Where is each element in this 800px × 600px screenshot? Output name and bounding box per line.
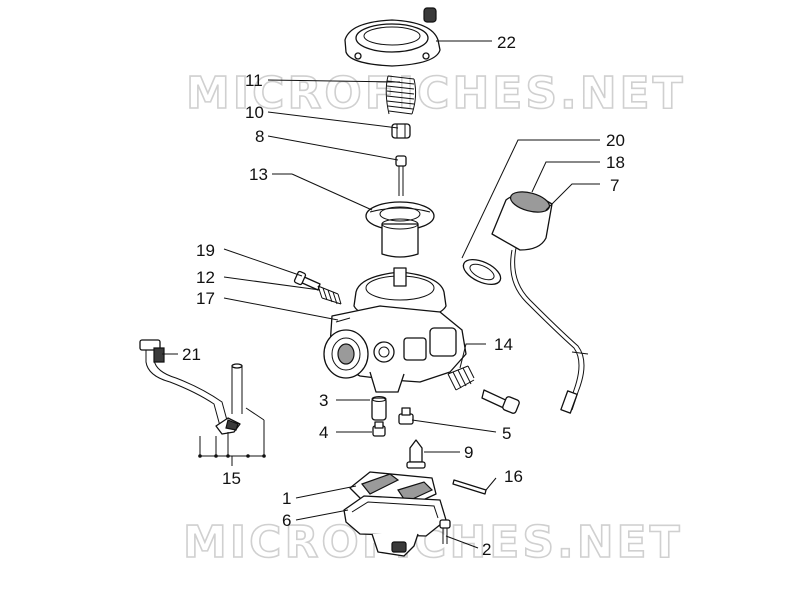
part-3-jet [371, 396, 387, 421]
part-22-cover [344, 7, 441, 67]
callout-17: 17 [196, 289, 215, 308]
part-6-float-bowl [343, 495, 447, 557]
part-9-float-needle [406, 439, 426, 469]
callout-15: 15 [222, 469, 241, 488]
callout-19: 19 [196, 241, 215, 260]
callout-9: 9 [464, 443, 473, 462]
callout-21: 21 [182, 345, 201, 364]
callout-5: 5 [502, 424, 511, 443]
part-13-slide [365, 201, 435, 258]
callout-11: 11 [245, 71, 263, 90]
callout-4: 4 [319, 423, 328, 442]
callout-16: 16 [504, 467, 523, 486]
part-7-18-autochoke [491, 191, 589, 414]
part-14-idle-screw [447, 365, 520, 414]
watermark-top: MICROFICHES.NET [186, 68, 686, 119]
part-21-15-hoses [139, 339, 243, 456]
callout-10: 10 [245, 103, 264, 122]
part-5-jet [398, 407, 414, 425]
part-11-spring [385, 75, 417, 115]
callout-20: 20 [606, 131, 625, 150]
callout-3: 3 [319, 391, 328, 410]
part-12-spring [317, 285, 342, 305]
part-17-carburetor-body [323, 267, 467, 393]
part-20-gasket [462, 258, 502, 286]
part-16-float-pin [452, 479, 487, 495]
callout-7: 7 [610, 176, 619, 195]
callout-14: 14 [494, 335, 513, 354]
part-8-needle [395, 155, 407, 196]
callout-labels: 22 11 10 8 13 20 18 7 19 12 17 21 14 3 4… [182, 33, 625, 559]
leader-lines [162, 40, 600, 549]
callout-2: 2 [482, 540, 491, 559]
callout-18: 18 [606, 153, 625, 172]
callout-13: 13 [249, 165, 268, 184]
callout-22: 22 [497, 33, 516, 52]
part-4-jet [372, 421, 386, 437]
callout-1: 1 [282, 489, 291, 508]
part-10-nut [391, 123, 411, 139]
callout-8: 8 [255, 127, 264, 146]
callout-6: 6 [282, 511, 291, 530]
callout-12: 12 [196, 268, 215, 287]
